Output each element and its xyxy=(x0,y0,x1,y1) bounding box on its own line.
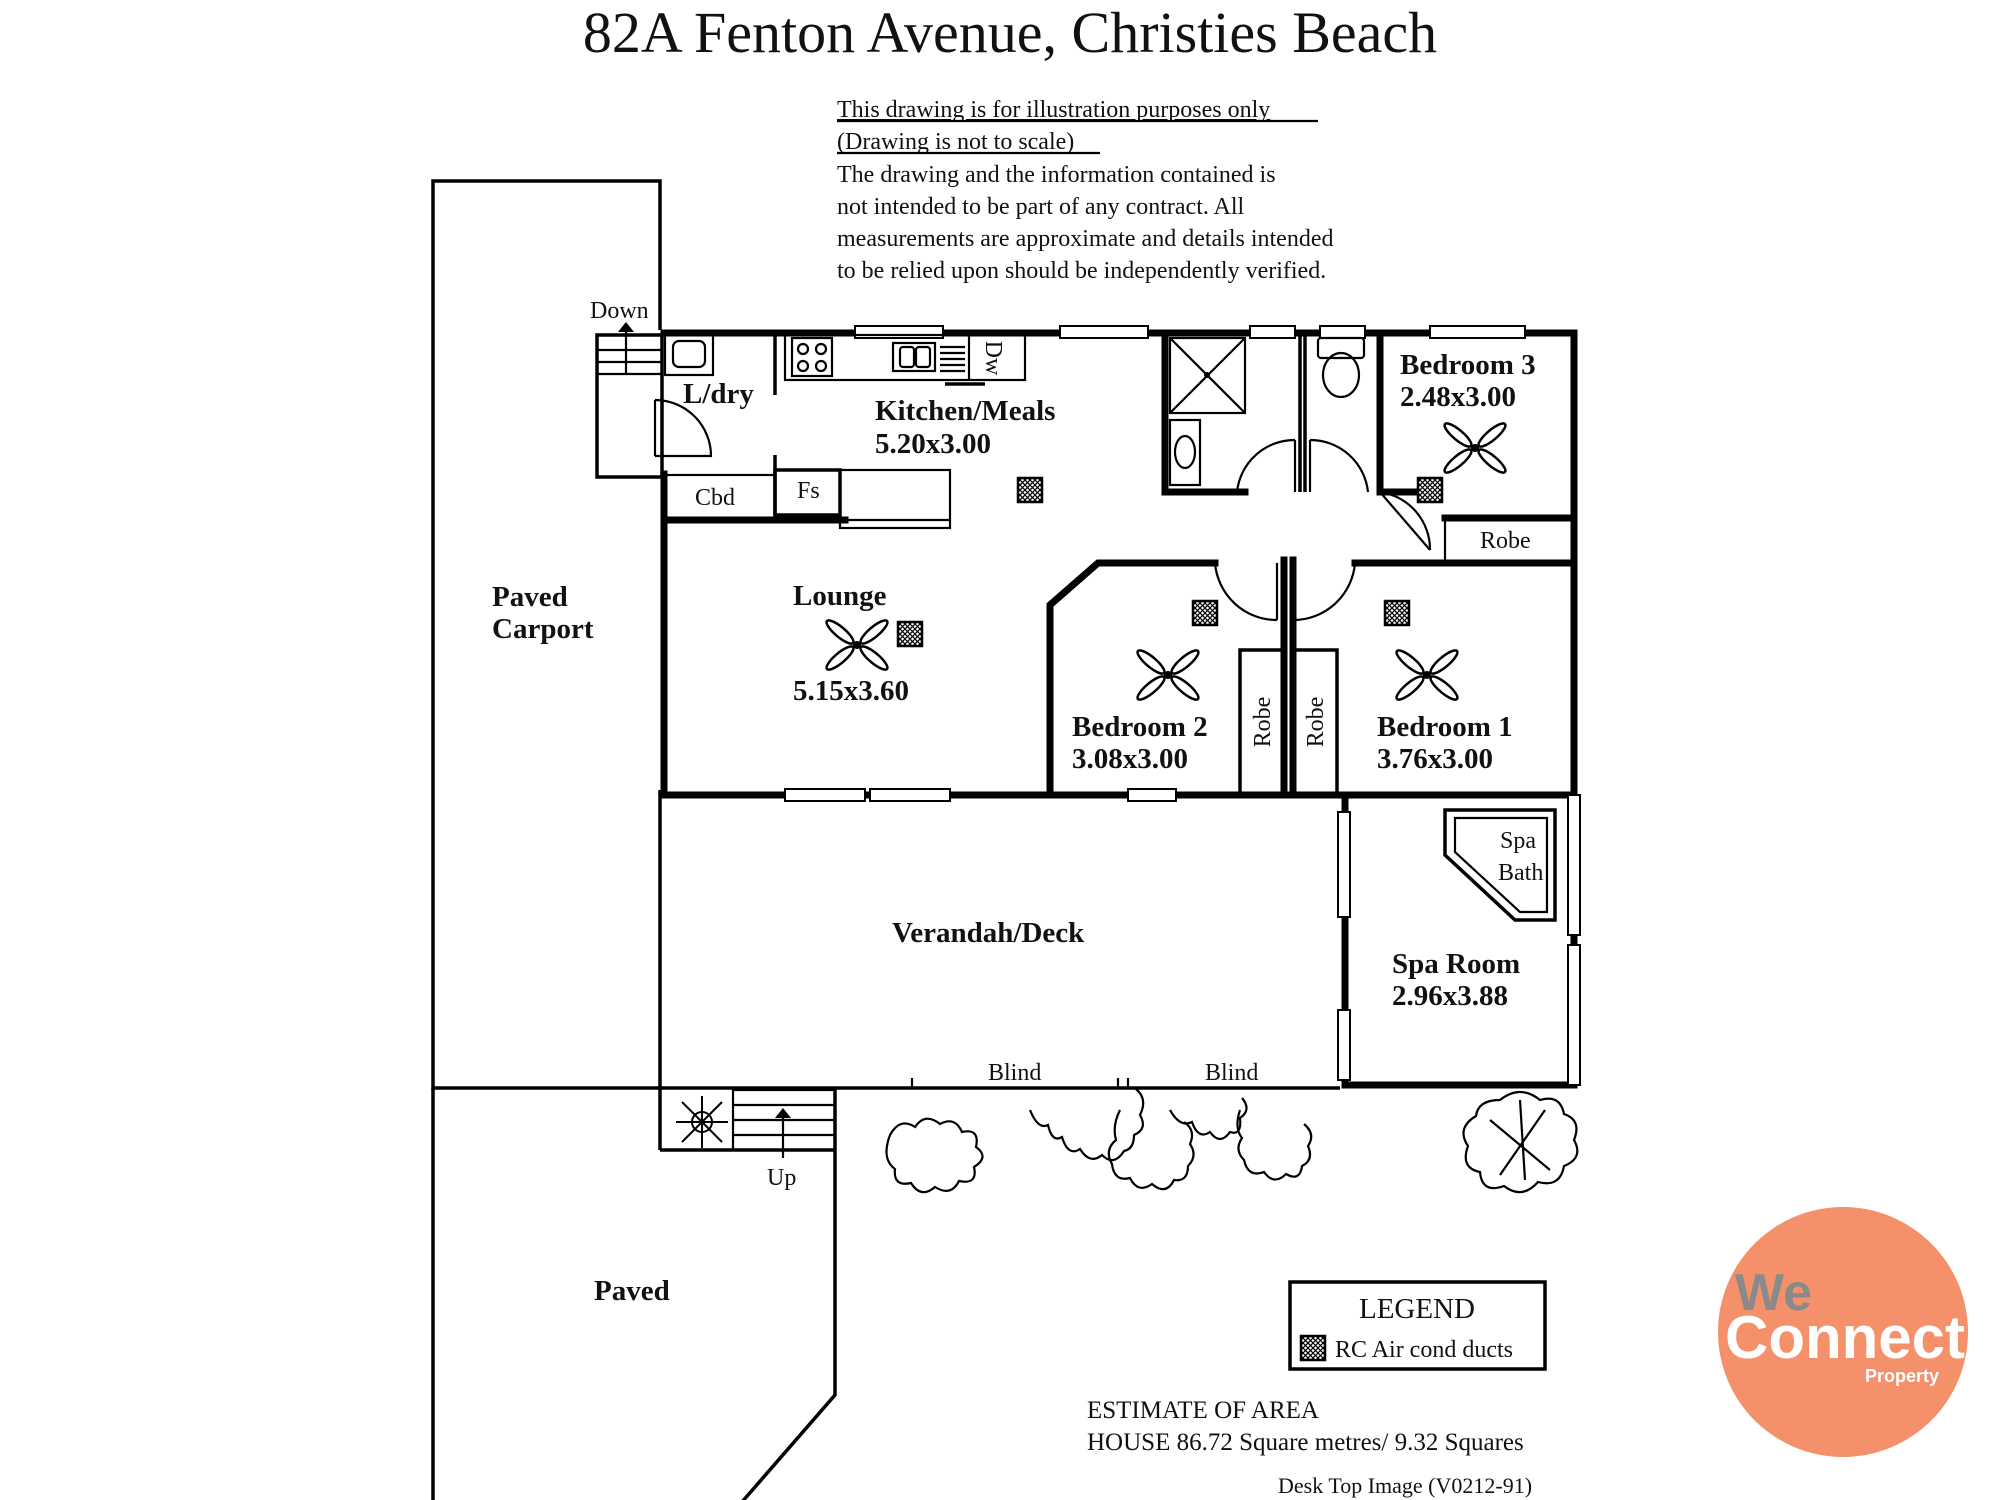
robe-label-bedroom3: Robe xyxy=(1480,528,1531,554)
disclaimer: This drawing is for illustration purpose… xyxy=(837,97,1333,284)
kitchen-size: 5.20x3.00 xyxy=(875,428,991,460)
legend-item: RC Air cond ducts xyxy=(1335,1337,1513,1363)
area-house: HOUSE 86.72 Square metres/ 9.32 Squares xyxy=(1087,1429,1524,1456)
logo-line-1: We xyxy=(1735,1264,1812,1322)
steps-down xyxy=(595,322,664,479)
fan-icon xyxy=(1392,645,1462,705)
doors xyxy=(653,398,1432,622)
kitchen-label: Kitchen/Meals xyxy=(875,395,1055,427)
toilet-icon xyxy=(1316,336,1366,399)
verandah-label: Verandah/Deck xyxy=(892,917,1085,949)
fridge-space-label: Fs xyxy=(797,478,820,504)
down-label: Down xyxy=(590,298,649,324)
bedroom1-label: Bedroom 1 xyxy=(1377,711,1513,743)
bedroom1-size: 3.76x3.00 xyxy=(1377,743,1493,775)
bathroom-fixtures xyxy=(1168,336,1366,487)
robe-label-bedroom2: Robe xyxy=(1250,697,1276,748)
dishwasher-label: Dw xyxy=(980,341,1006,376)
garden-shrubs xyxy=(885,1088,1579,1194)
air-duct-icon xyxy=(896,620,924,648)
laundry-label: L/dry xyxy=(683,378,754,410)
bedroom3-label: Bedroom 3 xyxy=(1400,349,1536,381)
footer-image-id: Desk Top Image (V0212-91) xyxy=(1278,1473,1532,1498)
disclaimer-body-2: not intended to be part of any contract.… xyxy=(837,194,1245,220)
disclaimer-body-1: The drawing and the information containe… xyxy=(837,162,1276,188)
spa-bath-label-1: Spa xyxy=(1500,828,1536,854)
carport-label-2: Carport xyxy=(492,613,594,645)
page-title: 82A Fenton Avenue, Christies Beach xyxy=(583,0,1437,65)
lounge-label: Lounge xyxy=(793,580,887,612)
paved-label: Paved xyxy=(594,1275,670,1307)
spa-room-size: 2.96x3.88 xyxy=(1392,980,1508,1012)
disclaimer-body-3: measurements are approximate and details… xyxy=(837,226,1333,252)
air-duct-icon xyxy=(1299,1334,1327,1362)
bush-icon xyxy=(676,1096,728,1148)
shower-icon xyxy=(1168,336,1247,415)
cooktop-icon xyxy=(790,336,834,378)
logo-line-3: Property xyxy=(1865,1366,1939,1386)
legend-title: LEGEND xyxy=(1359,1293,1475,1325)
robe-label-bedroom1: Robe xyxy=(1303,697,1329,748)
legend: LEGEND RC Air cond ducts xyxy=(1288,1280,1547,1371)
steps-up xyxy=(731,1088,837,1158)
area-heading: ESTIMATE OF AREA xyxy=(1087,1397,1319,1424)
brand-logo: We Connect Property xyxy=(1718,1207,1968,1457)
logo-circle xyxy=(1718,1207,1968,1457)
logo-line-2: Connect xyxy=(1725,1304,1965,1371)
up-label: Up xyxy=(767,1165,796,1191)
disclaimer-body-4: to be relied upon should be independentl… xyxy=(837,258,1326,284)
fan-icon xyxy=(1133,645,1203,705)
site-outline xyxy=(431,179,837,1500)
fan-icon xyxy=(822,615,892,675)
disclaimer-line-2: (Drawing is not to scale) xyxy=(837,129,1074,155)
lounge-size: 5.15x3.60 xyxy=(793,675,909,707)
spa-room-label: Spa Room xyxy=(1392,948,1520,980)
basin-icon xyxy=(1168,418,1202,487)
sink-icon xyxy=(891,341,965,373)
verandah-outline xyxy=(658,790,1340,1090)
carport-label-1: Paved xyxy=(492,581,568,613)
air-duct-icon xyxy=(1383,599,1411,627)
air-duct-icon xyxy=(1016,476,1044,504)
bedroom3-size: 2.48x3.00 xyxy=(1400,381,1516,413)
spa-bath-label-2: Bath xyxy=(1498,860,1543,886)
air-duct-icon xyxy=(1416,476,1444,504)
blind-label-left: Blind xyxy=(988,1060,1041,1086)
blind-label-right: Blind xyxy=(1205,1060,1258,1086)
spa-bath-icon xyxy=(1443,808,1557,922)
bedroom2-label: Bedroom 2 xyxy=(1072,711,1208,743)
disclaimer-line-1: This drawing is for illustration purpose… xyxy=(837,97,1270,123)
cupboard-label: Cbd xyxy=(695,485,735,511)
kitchen-fixtures: Dw xyxy=(662,333,1027,530)
fan-icon xyxy=(1440,418,1510,478)
air-duct-icon xyxy=(1191,599,1219,627)
windows xyxy=(784,325,1581,1086)
bedroom2-size: 3.08x3.00 xyxy=(1072,743,1188,775)
